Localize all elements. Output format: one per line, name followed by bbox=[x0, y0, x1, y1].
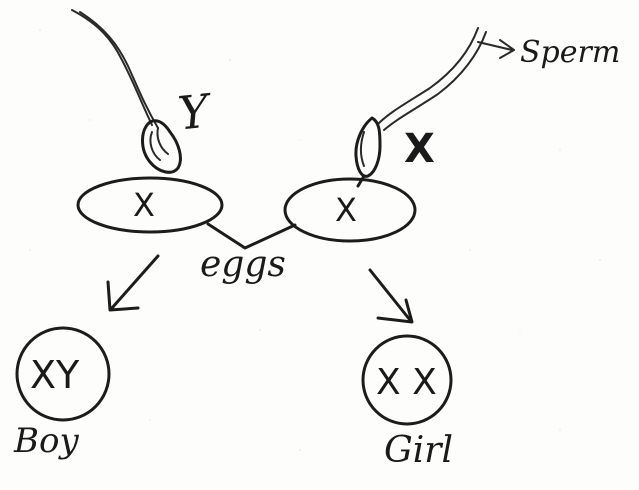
girl-label: Girl bbox=[384, 430, 453, 471]
right-sperm-chromosome: X bbox=[404, 126, 435, 172]
right-sperm-contact bbox=[356, 174, 366, 188]
girl-chromosomes: X X bbox=[376, 362, 437, 403]
right-sperm-tail bbox=[377, 27, 479, 125]
eggs: X X eggs bbox=[76, 176, 417, 285]
right-sperm-head bbox=[354, 116, 382, 178]
left-sperm-head bbox=[141, 119, 182, 174]
left-sperm-chromosome: Y bbox=[175, 83, 215, 140]
sperm-pointer-arrow bbox=[477, 39, 515, 59]
left-egg-chromosome: X bbox=[133, 186, 155, 224]
sperm-label: Sperm bbox=[520, 35, 620, 70]
boy-chromosomes: XY bbox=[30, 353, 80, 397]
right-egg bbox=[283, 177, 417, 243]
eggs-bracket bbox=[206, 222, 297, 250]
girl-zygote bbox=[361, 334, 453, 426]
paper-texture bbox=[29, 29, 601, 451]
eggs-label: eggs bbox=[200, 244, 286, 285]
offspring-arrows bbox=[106, 254, 414, 324]
boy-label: Boy bbox=[13, 421, 79, 461]
right-sperm: Sperm X bbox=[354, 27, 620, 188]
right-sperm-tail-inner bbox=[383, 31, 487, 131]
left-sperm-tail-inner bbox=[79, 11, 159, 129]
left-egg bbox=[76, 176, 224, 234]
left-sperm-head-shading bbox=[149, 127, 169, 161]
right-egg-chromosome: X bbox=[335, 191, 357, 229]
left-sperm-tail bbox=[71, 9, 153, 126]
arrow-to-girl bbox=[368, 268, 414, 324]
right-sperm-head-shading bbox=[360, 131, 365, 167]
arrow-to-boy bbox=[106, 254, 160, 312]
boy-zygote bbox=[15, 326, 111, 422]
offspring: XY Boy X X Girl bbox=[13, 326, 453, 471]
left-sperm: Y bbox=[71, 9, 216, 174]
